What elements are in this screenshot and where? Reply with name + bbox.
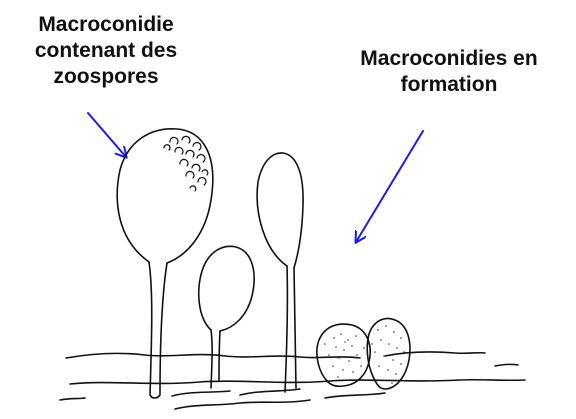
- arrow-to-forming-macroconidies: [356, 131, 423, 242]
- arrow-to-mature-macroconidie: [88, 113, 126, 157]
- mature-macroconidie: [117, 129, 213, 398]
- young-macroconidie-small: [199, 246, 254, 388]
- zoospores-cluster: [164, 136, 208, 191]
- forming-macroconidie-left: [317, 324, 370, 386]
- substrate-ground: [60, 352, 525, 409]
